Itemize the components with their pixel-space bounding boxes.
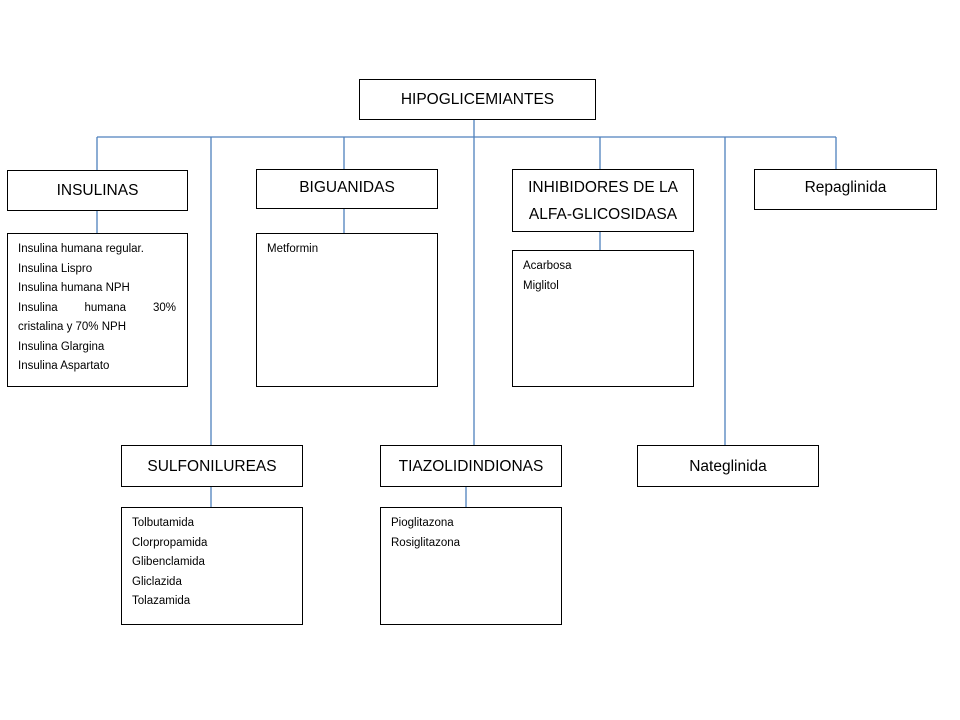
list-item: Insulina Aspartato [18, 360, 110, 372]
inhibidores-title-line2: ALFA-GLICOSIDASA [528, 205, 678, 223]
list-item: Rosiglitazona [391, 536, 461, 549]
list-item: Insulina humana NPH [18, 282, 130, 294]
list-item: Miglitol [523, 279, 559, 292]
sulfonilureas-list: Tolbutamida Clorpropamida Glibenclamida … [121, 507, 303, 625]
tiazolidindionas-title: TIAZOLIDINDIONAS [398, 457, 544, 475]
list-item: Metformin [267, 243, 319, 255]
repaglinida-node: Repaglinida [754, 169, 937, 210]
list-item: Gliclazida [132, 575, 182, 588]
list-item-word: 30% [152, 301, 176, 314]
list-item-word: Insulina [18, 301, 58, 314]
inhibidores-title-line1: INHIBIDORES DE LA [528, 178, 678, 196]
repaglinida-title: Repaglinida [804, 179, 887, 196]
insulinas-list: Insulina humana regular. Insulina Lispro… [7, 233, 188, 387]
list-item-word: humana [84, 301, 127, 314]
tiazolidindionas-list: Pioglitazona Rosiglitazona [380, 507, 562, 625]
list-item: Glibenclamida [132, 556, 205, 568]
nateglinida-node: Nateglinida [637, 445, 819, 487]
list-item-continuation: cristalina y 70% NPH [18, 321, 127, 333]
inhibidores-list: Acarbosa Miglitol [512, 250, 694, 387]
insulinas-title: INSULINAS [56, 182, 139, 199]
biguanidas-node: BIGUANIDAS [256, 169, 438, 209]
list-item: Pioglitazona [391, 517, 454, 529]
biguanidas-title: BIGUANIDAS [299, 179, 395, 196]
list-item: Insulina humana 30% [18, 299, 176, 319]
list-item: Acarbosa [523, 260, 572, 272]
sulfonilureas-node: SULFONILUREAS [121, 445, 303, 487]
list-item: Insulina humana regular. [18, 243, 144, 255]
list-item: Tolazamida [132, 595, 191, 607]
sulfonilureas-title: SULFONILUREAS [147, 457, 277, 475]
biguanidas-list: Metformin [256, 233, 438, 387]
root-node: HIPOGLICEMIANTES [359, 79, 596, 120]
nateglinida-title: Nateglinida [689, 457, 767, 475]
root-label: HIPOGLICEMIANTES [400, 91, 555, 108]
inhibidores-node: INHIBIDORES DE LA ALFA-GLICOSIDASA [512, 169, 694, 232]
list-item: Clorpropamida [132, 536, 208, 549]
tiazolidindionas-node: TIAZOLIDINDIONAS [380, 445, 562, 487]
list-item: Tolbutamida [132, 517, 195, 529]
list-item: Insulina Lispro [18, 262, 93, 275]
insulinas-node: INSULINAS [7, 170, 188, 211]
list-item: Insulina Glargina [18, 340, 105, 353]
